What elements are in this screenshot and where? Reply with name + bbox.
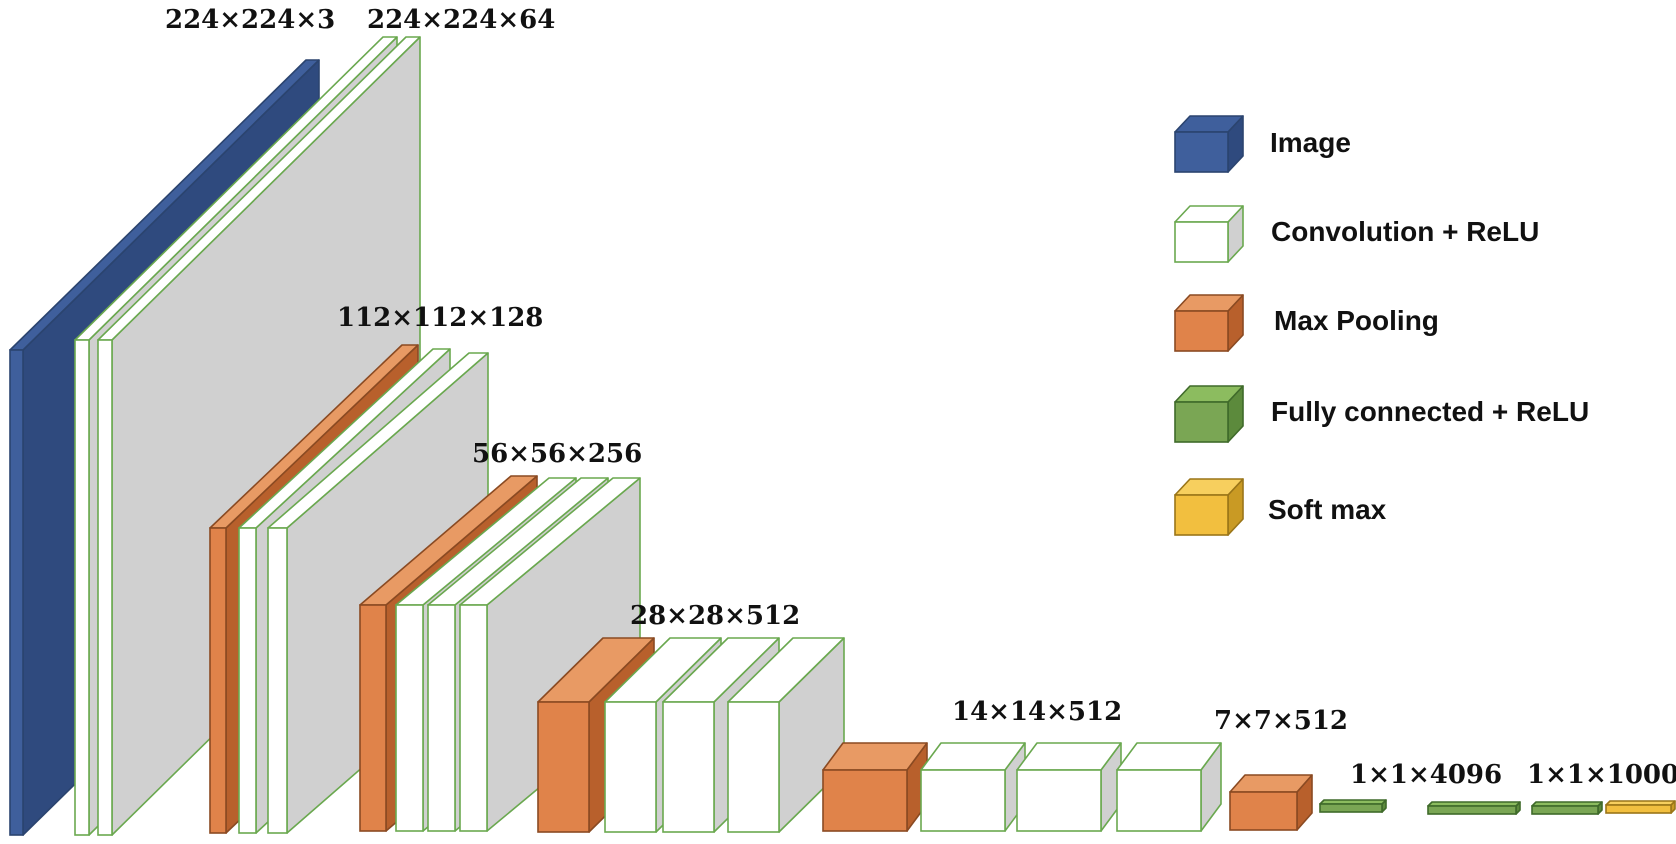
dimension-label-fc: 1×1×4096 [1350,760,1502,790]
dimension-label-block5: 14×14×512 [952,697,1122,727]
legend-label-softmax: Soft max [1268,494,1387,525]
dimension-label-input: 224×224×3 [165,5,335,35]
legend-label-conv: Convolution + ReLU [1271,216,1539,247]
legend-item-softmax: Soft max [1174,478,1387,536]
conv-relu-layer-front-face [1016,769,1102,832]
conv-relu-layer [459,477,641,832]
max-pooling-layer-front-face [1229,791,1298,831]
fully-connected-layer [1427,801,1521,815]
legend-label-image: Image [1270,127,1351,158]
conv-relu-layer-front-face [920,769,1006,832]
fully-connected-layer [1531,801,1603,815]
legend-softmax-cube-icon [1174,478,1244,536]
max-pooling-layer-front-face [537,701,590,833]
conv-relu-layer-front-face [74,339,90,836]
conv-relu-layer-front-face [427,604,456,832]
legend-item-image: Image [1174,115,1351,173]
conv-relu-layer [920,742,1026,832]
conv-relu-layer-front-face [662,701,715,833]
conv-relu-layer [1116,742,1222,832]
legend-softmax-cube-icon-front-face [1174,494,1229,536]
legend-pool-cube-icon [1174,294,1244,352]
softmax-layer [1605,800,1676,814]
fully-connected-layer [1319,799,1387,813]
max-pooling-layer-front-face [359,604,387,832]
max-pooling-layer [822,742,928,832]
legend-fc-cube-icon [1174,385,1244,443]
legend-image-cube-icon [1174,115,1244,173]
legend-item-pool: Max Pooling [1174,294,1439,352]
legend-item-fc: Fully connected + ReLU [1174,385,1589,443]
max-pooling-layer-top-face [1229,774,1313,793]
conv-relu-layer-front-face [238,527,257,834]
conv-relu-layer-front-face [727,701,780,833]
legend-conv-cube-icon-front-face [1174,221,1229,263]
dimension-label-pool5: 7×7×512 [1214,706,1348,736]
legend-conv-cube-icon [1174,205,1244,263]
dimension-labels: 224×224×3 224×224×64 112×112×128 56×56×256 2… [165,5,1676,790]
dimension-label-block2: 112×112×128 [337,303,543,333]
conv-relu-layer [97,36,421,836]
conv-relu-layer-front-face [267,527,288,834]
dimension-label-block1: 224×224×64 [367,5,555,35]
conv-relu-layer-front-face [97,339,113,836]
conv-relu-layer [1016,742,1122,832]
legend-pool-cube-icon-front-face [1174,310,1229,352]
legend-image-cube-icon-front-face [1174,131,1229,173]
dimension-label-block4: 28×28×512 [630,601,800,631]
network-layers [9,36,1676,836]
legend-item-conv: Convolution + ReLU [1174,205,1539,263]
conv-relu-layer-front-face [1116,769,1202,832]
max-pooling-layer-front-face [822,769,908,832]
dimension-label-softmax: 1×1×1000 [1527,760,1676,790]
conv-relu-layer-front-face [395,604,424,832]
max-pooling-layer-front-face [209,527,227,834]
legend-fc-cube-icon-front-face [1174,401,1229,443]
conv-relu-layer-front-face [604,701,657,833]
fully-connected-layer-front-face [1531,805,1599,815]
fully-connected-layer-front-face [1319,803,1383,813]
legend-label-fc: Fully connected + ReLU [1271,396,1589,427]
dimension-label-block3: 56×56×256 [472,439,642,469]
max-pooling-layer [1229,774,1313,831]
legend-label-pool: Max Pooling [1274,305,1439,336]
softmax-layer-front-face [1605,804,1672,814]
fully-connected-layer-front-face [1427,805,1517,815]
conv-relu-layer-front-face [459,604,488,832]
image-layer-front-face [9,349,24,836]
